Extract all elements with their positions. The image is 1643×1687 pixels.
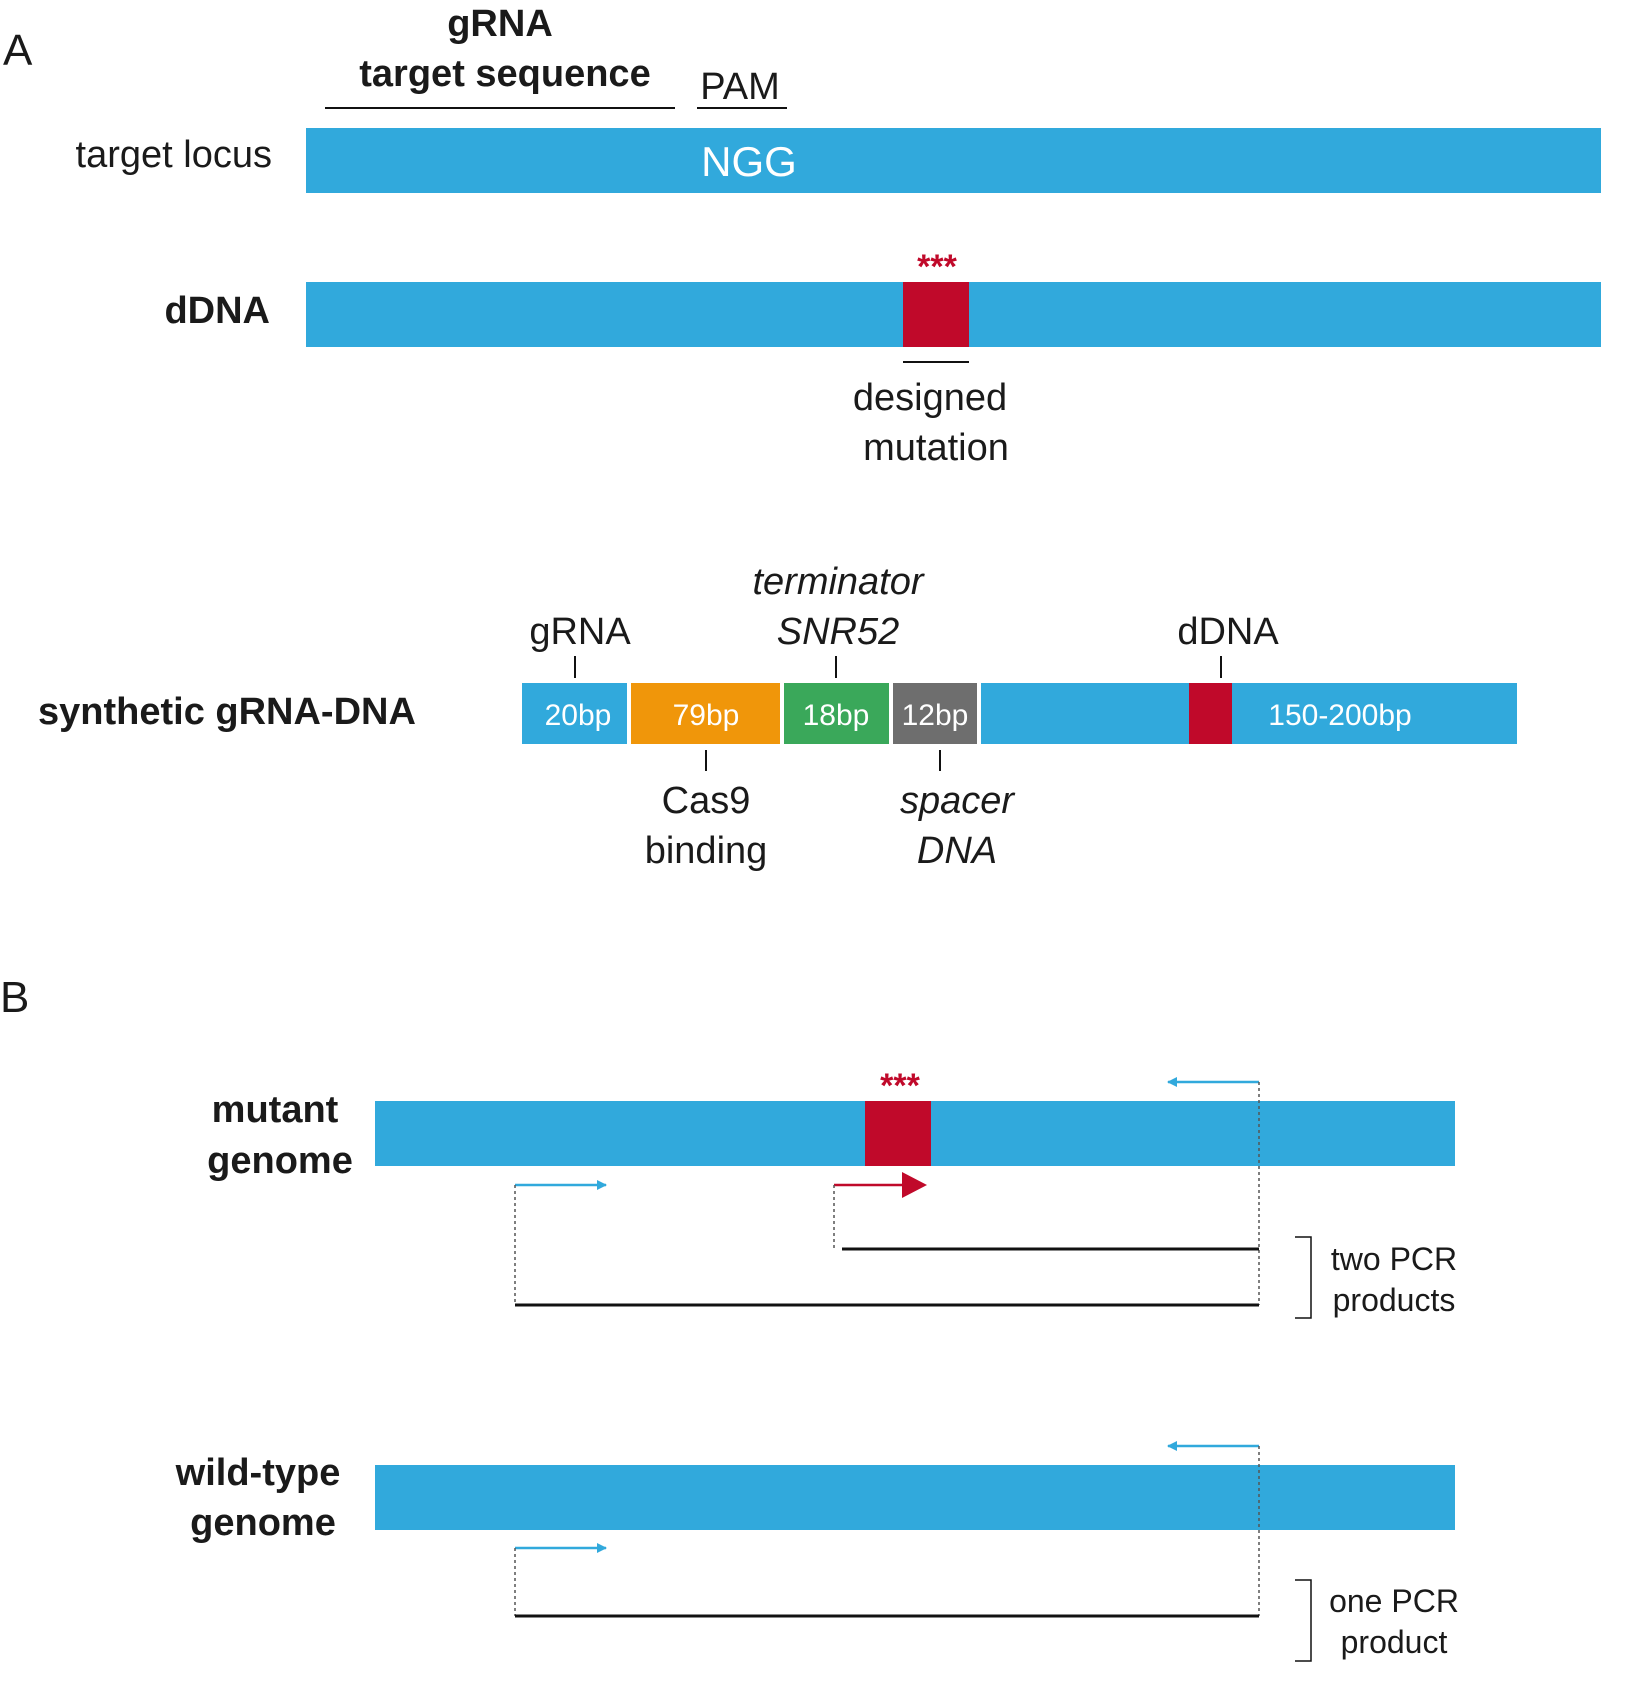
segment-ddna bbox=[981, 683, 1517, 744]
two-products-bracket bbox=[1295, 1236, 1312, 1319]
above-terminator-line2: SNR52 bbox=[777, 611, 900, 653]
panel-a-letter: A bbox=[3, 26, 33, 75]
one-product-line2: product bbox=[1341, 1624, 1448, 1660]
mutant-mutation-block bbox=[865, 1101, 931, 1166]
pam-label: PAM bbox=[700, 66, 780, 108]
target-locus-bar bbox=[306, 128, 1601, 193]
grna-header-line2: target sequence bbox=[359, 53, 650, 95]
mutant-label-line1: mutant bbox=[212, 1089, 339, 1131]
above-grna-label: gRNA bbox=[529, 611, 631, 653]
ddna-mutation-asterisks: *** bbox=[917, 248, 957, 286]
mutant-label-line2: genome bbox=[207, 1140, 353, 1182]
synthetic-grna-dna-label: synthetic gRNA-DNA bbox=[38, 691, 416, 733]
two-products-line1: two PCR bbox=[1331, 1241, 1457, 1277]
below-spacer-line2: DNA bbox=[917, 830, 997, 872]
wild-type-label-line2: genome bbox=[190, 1502, 336, 1544]
segment-cas9-binding bbox=[631, 683, 780, 744]
wild-type-label-line1: wild-type bbox=[175, 1452, 341, 1494]
segment-spacer bbox=[893, 683, 977, 744]
designed-mutation-line2: mutation bbox=[863, 427, 1009, 469]
segment-terminator-bp: 18bp bbox=[803, 699, 870, 732]
segment-cas9-bp: 79bp bbox=[673, 699, 740, 732]
pam-sequence: NGG bbox=[701, 138, 797, 185]
mutant-specific-primer-arrowhead bbox=[902, 1172, 927, 1198]
ddna-mutation-block bbox=[903, 282, 969, 347]
designed-mutation-line1: designed bbox=[853, 377, 1007, 419]
target-locus-label: target locus bbox=[76, 134, 272, 176]
below-cas9-line2: binding bbox=[645, 830, 768, 872]
one-product-line1: one PCR bbox=[1329, 1583, 1459, 1619]
grna-header-line1: gRNA bbox=[447, 3, 553, 45]
mutant-mutation-asterisks: *** bbox=[880, 1067, 920, 1105]
segment-spacer-bp: 12bp bbox=[902, 699, 969, 732]
below-spacer-line1: spacer bbox=[900, 780, 1015, 822]
segment-grna-bp: 20bp bbox=[545, 699, 612, 732]
above-ddna-label: dDNA bbox=[1177, 611, 1279, 653]
wild-type-genome-bar bbox=[375, 1465, 1455, 1530]
two-products-line2: products bbox=[1333, 1282, 1456, 1318]
segment-ddna-mutation bbox=[1189, 683, 1232, 744]
segment-grna bbox=[522, 683, 627, 744]
panel-b-letter: B bbox=[0, 973, 29, 1022]
above-terminator-line1: terminator bbox=[752, 561, 924, 603]
segment-ddna-bp: 150-200bp bbox=[1268, 699, 1411, 732]
one-product-bracket bbox=[1295, 1579, 1312, 1662]
below-cas9-line1: Cas9 bbox=[662, 780, 751, 822]
ddna-label: dDNA bbox=[164, 290, 270, 332]
segment-terminator bbox=[784, 683, 889, 744]
